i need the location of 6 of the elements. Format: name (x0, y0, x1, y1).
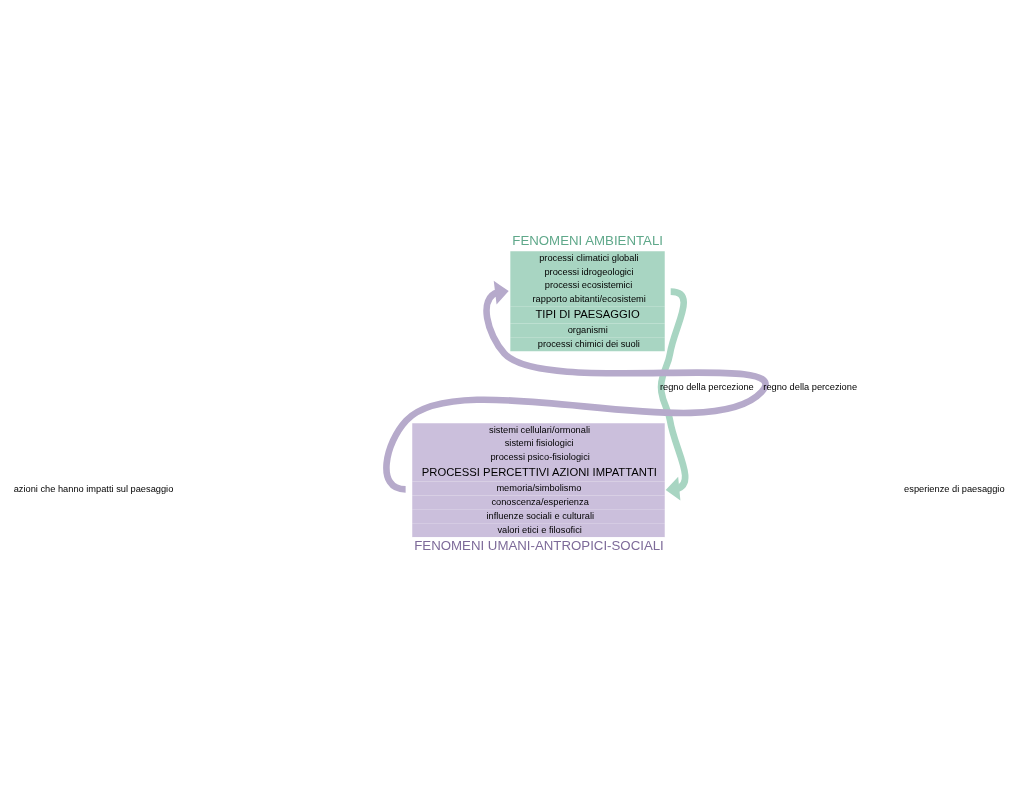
edge-label: regno della percezione (659, 380, 754, 391)
node-label: FENOMENI AMBIENTALI (512, 232, 663, 248)
arrow (657, 287, 689, 501)
label: esperienze di paesaggio (904, 483, 1005, 494)
label: azioni che hanno impatti sul paesaggio (13, 483, 174, 494)
edge-label: regno della percezione (763, 380, 858, 391)
